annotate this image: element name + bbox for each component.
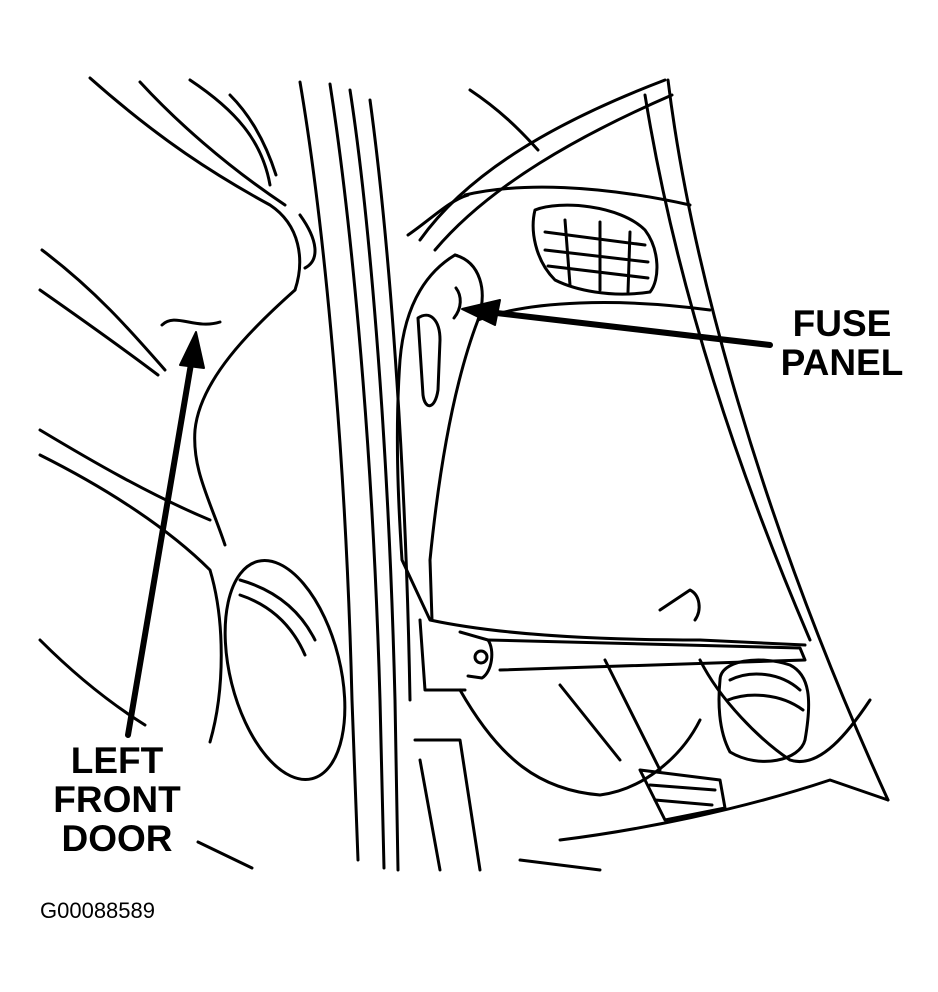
dash-panel (395, 78, 890, 872)
air-vent (531, 203, 659, 296)
fuse-panel-cover (395, 253, 807, 692)
fuse-panel-label-line-2: PANEL (780, 342, 904, 383)
fuse-panel-callout-arrow (461, 299, 773, 348)
door-callout-arrow (125, 318, 222, 738)
fuse-panel-label: FUSE PANEL (776, 304, 908, 382)
figure-id: G00088589 (40, 898, 155, 923)
door-speaker-oval (223, 559, 347, 781)
pedal-area (413, 588, 890, 872)
door-area (38, 76, 347, 870)
door-label-line-2: FRONT (53, 779, 181, 820)
fuse-panel-label-line-1: FUSE (792, 303, 892, 344)
door-label-line-3: DOOR (61, 818, 173, 859)
a-pillar (298, 80, 470, 872)
left-front-door-label: LEFT FRONT DOOR (44, 741, 190, 858)
door-label-line-1: LEFT (70, 740, 164, 781)
